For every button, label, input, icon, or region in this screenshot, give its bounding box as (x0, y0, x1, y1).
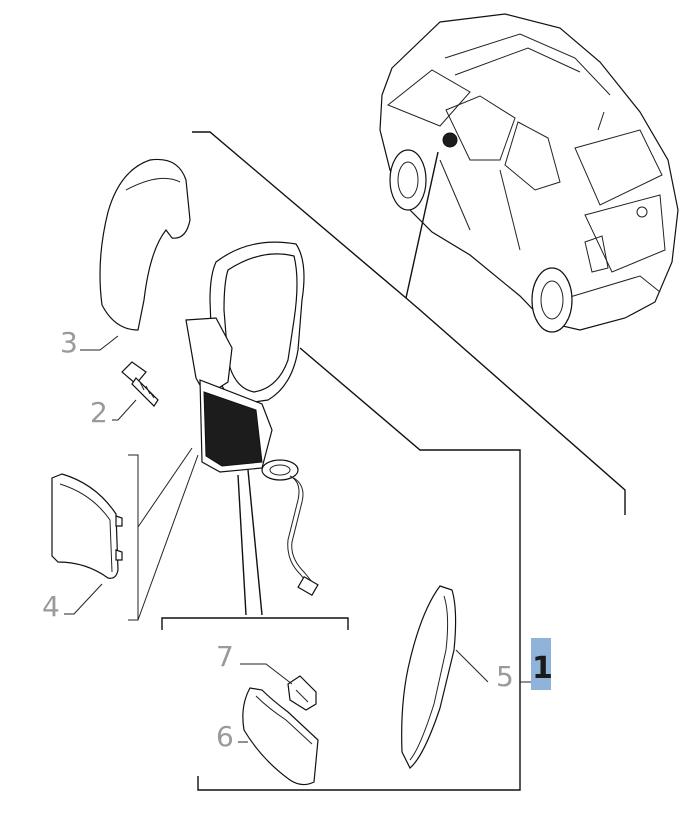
part-7-bulb (287, 675, 317, 711)
leader-to-bracket-lower-2 (247, 469, 263, 616)
part-5-mirror-glass (401, 585, 457, 769)
bracket-part-1 (197, 347, 521, 791)
callout-7-label: 7 (216, 640, 234, 673)
callout-4-label: 4 (42, 590, 60, 623)
car-illustration (379, 13, 679, 333)
leader-part-2 (112, 399, 137, 421)
bracket-part-4 (128, 454, 139, 621)
mirror-location-marker (442, 132, 458, 148)
callout-6-label: 6 (216, 720, 234, 753)
leader-car-mirror (405, 151, 439, 299)
leader-to-part-4b (137, 447, 193, 528)
part-6-indicator-lens (242, 687, 319, 786)
callout-2[interactable]: 2 (90, 396, 108, 429)
leader-to-part-4 (137, 454, 199, 621)
callout-6[interactable]: 6 (216, 720, 234, 753)
leader-to-bracket-lower (237, 474, 247, 616)
part-2-screw (121, 361, 159, 407)
callout-3-label: 3 (60, 326, 78, 359)
leader-part-3 (80, 335, 119, 351)
callout-1-selected[interactable]: 1 (531, 638, 553, 690)
part-3-mirror-cover (99, 158, 191, 331)
callout-5[interactable]: 5 (496, 660, 514, 693)
callout-7[interactable]: 7 (216, 640, 234, 673)
leader-part-5 (455, 649, 489, 683)
leader-part-7 (240, 663, 293, 685)
callout-4[interactable]: 4 (42, 590, 60, 623)
callout-3[interactable]: 3 (60, 326, 78, 359)
callout-5-label: 5 (496, 660, 514, 693)
callout-2-label: 2 (90, 396, 108, 429)
part-4-cover-plate (51, 473, 123, 579)
leader-part-4 (64, 583, 103, 615)
bracket-main (192, 131, 626, 515)
callout-1-label: 1 (532, 651, 553, 686)
callout-1-highlight (531, 638, 551, 690)
part-1-mirror-assembly (185, 241, 319, 597)
bracket-parts-6-7 (161, 617, 349, 630)
